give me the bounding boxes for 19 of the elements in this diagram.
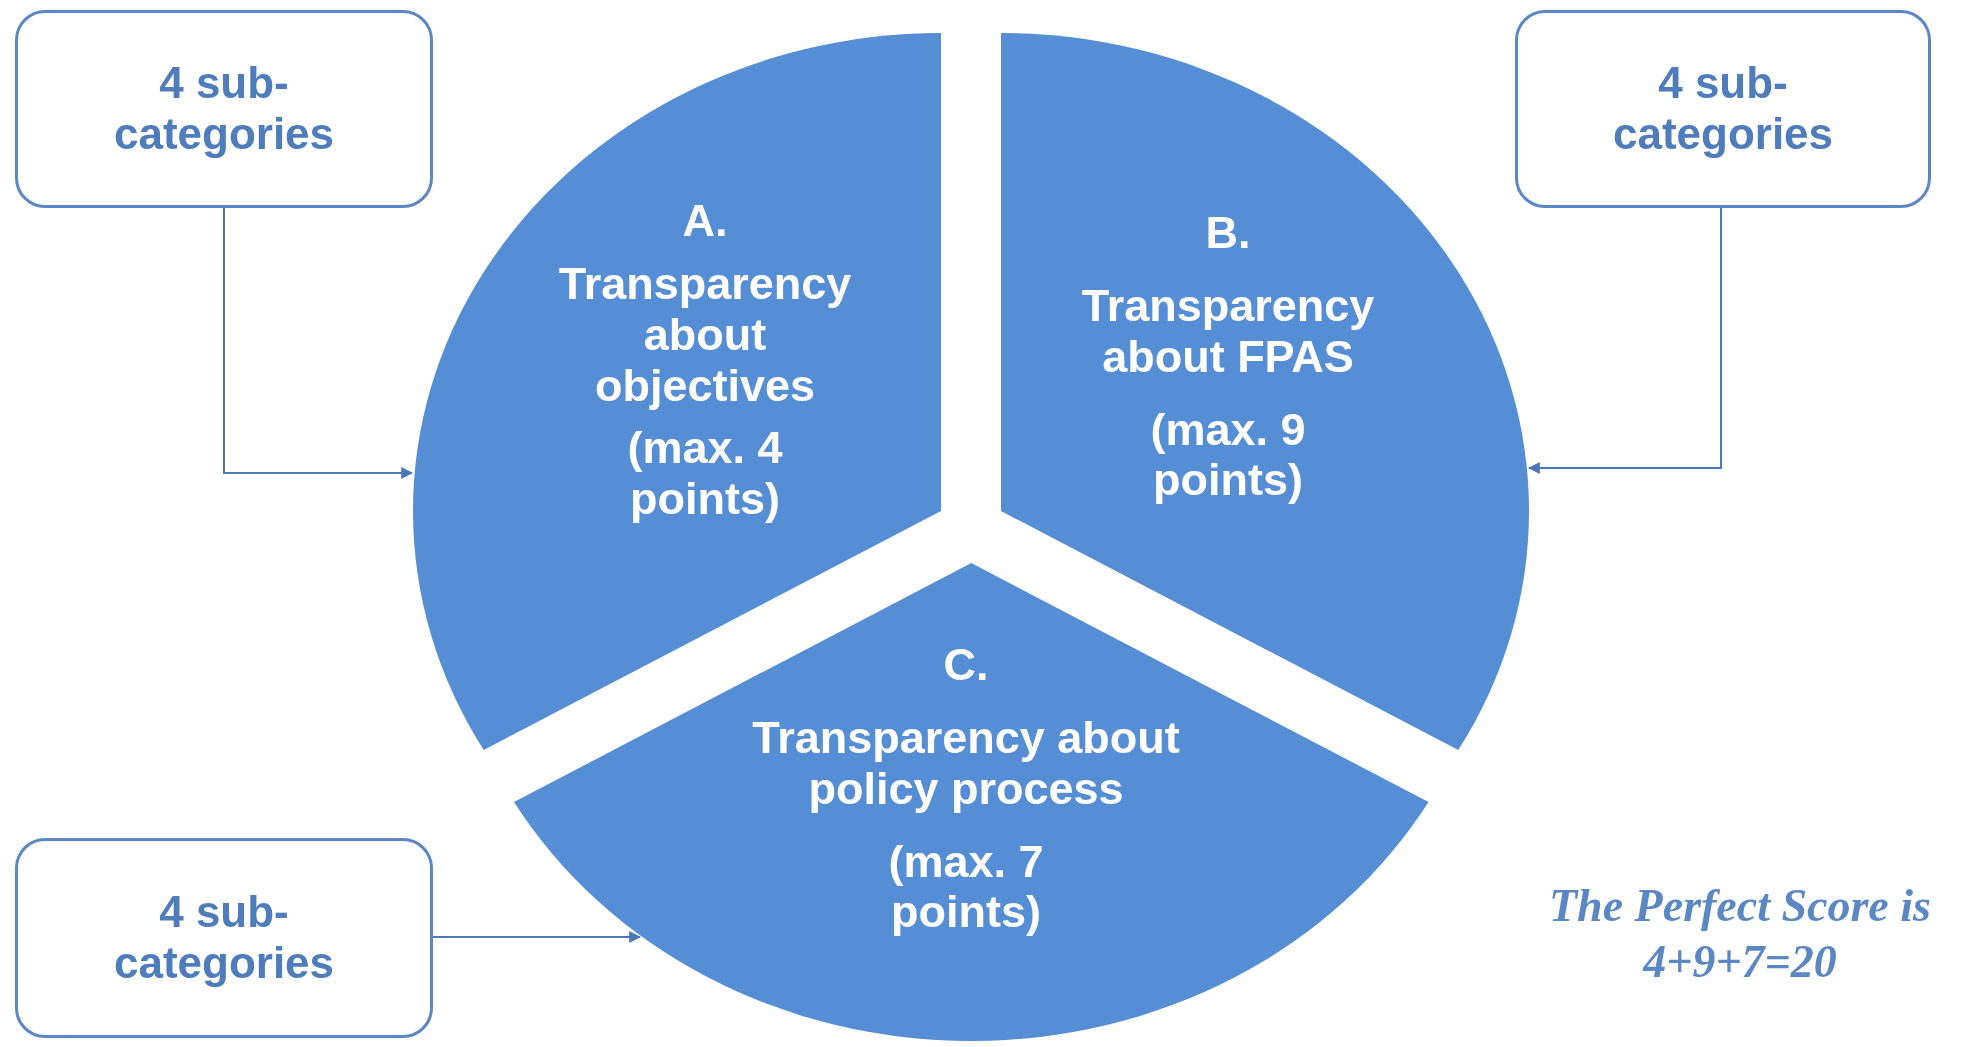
note-text: The Perfect Score is 4+9+7=20: [1548, 879, 1932, 990]
segment-label: (max. 9 points): [1149, 404, 1307, 507]
arrow: [432, 931, 642, 943]
box-label: 4 sub-categories: [112, 58, 336, 160]
segment-label: Transparency about objectives: [557, 258, 853, 412]
segment-label: (max. 4 points): [626, 423, 784, 526]
segment-label: (max. 7 points): [887, 836, 1045, 939]
rounded-box: [15, 10, 433, 208]
arrow: [223, 207, 414, 479]
box-label: 4 sub-categories: [1611, 58, 1835, 160]
segment-label: C.: [942, 640, 990, 691]
box-label: 4 sub-categories: [112, 887, 336, 989]
rounded-box: [1515, 10, 1931, 208]
segment-label: Transparency about FPAS: [1080, 280, 1376, 383]
segment-label: A.: [681, 196, 729, 247]
segment-label: B.: [1204, 208, 1252, 259]
segment-label: Transparency about policy process: [751, 712, 1181, 815]
rounded-box: [15, 838, 433, 1038]
arrow: [1527, 207, 1722, 474]
